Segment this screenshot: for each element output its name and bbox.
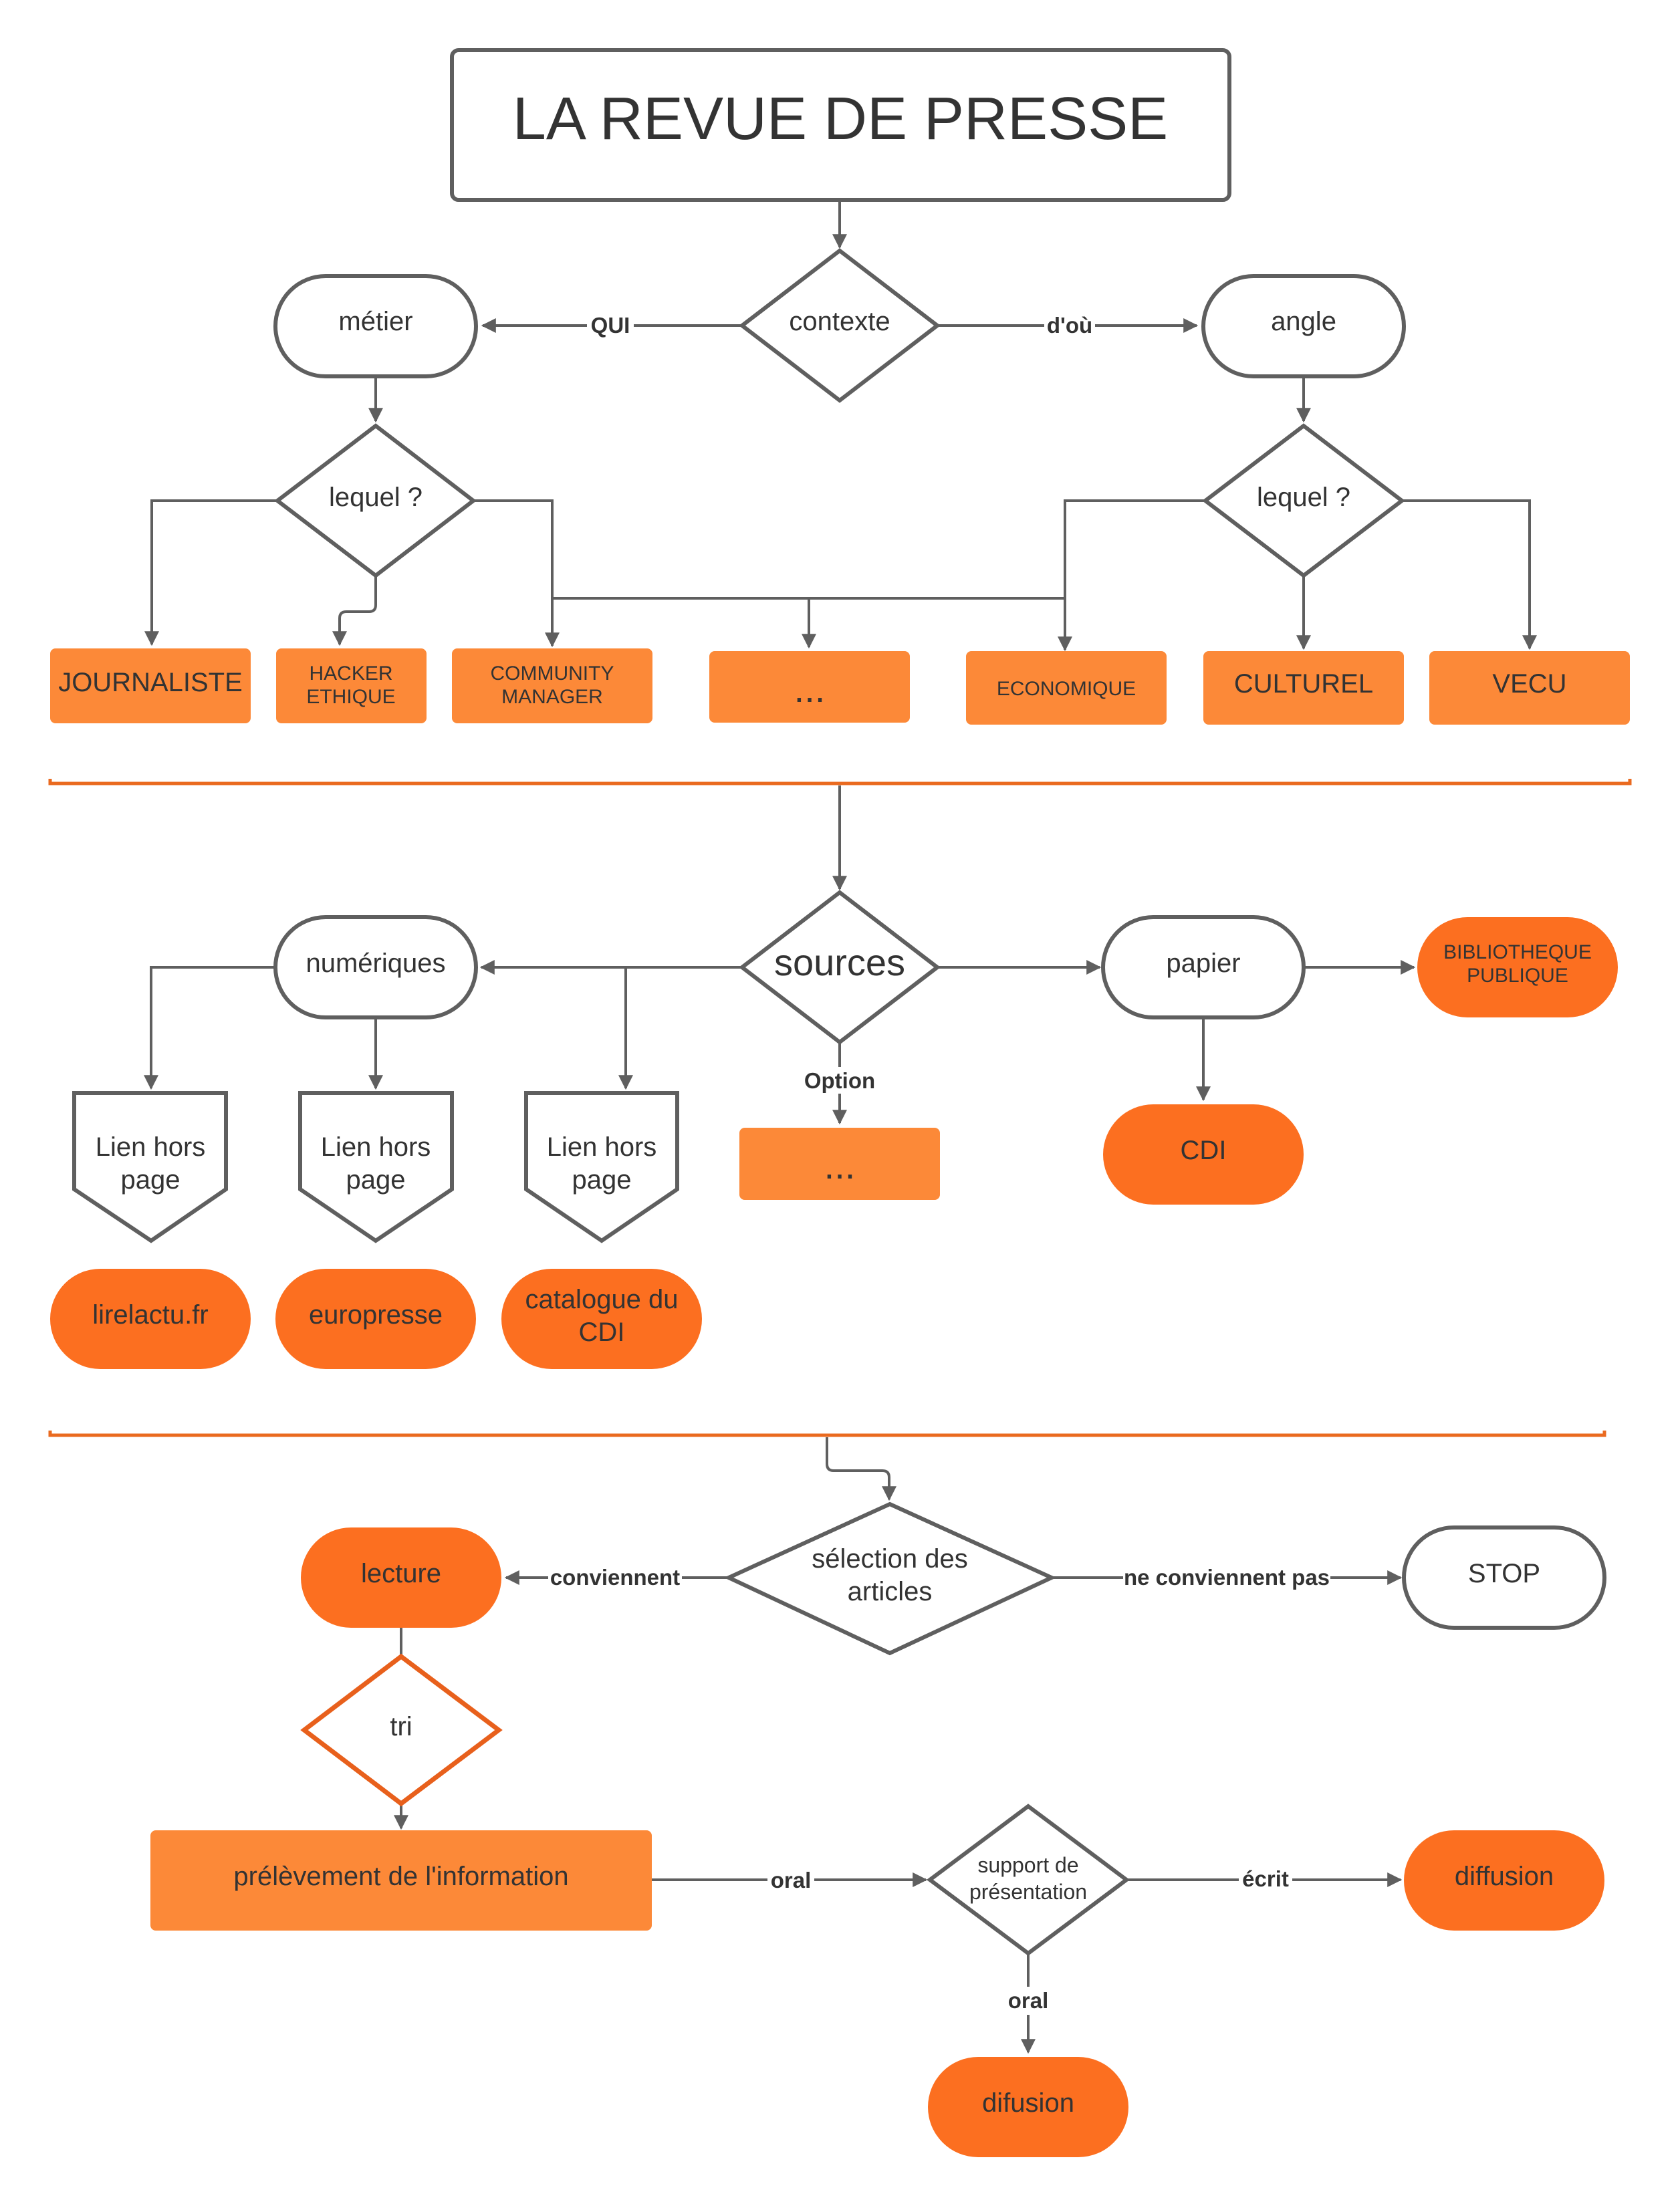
economique-label: ECONOMIQUE xyxy=(997,678,1136,700)
edge-label-option: Option xyxy=(804,1068,875,1093)
prelevement-label: prélèvement de l'information xyxy=(233,1862,568,1891)
contexte-label: contexte xyxy=(789,307,890,336)
difusion-label: difusion xyxy=(982,2088,1074,2118)
bibliotheque-label-line1: BIBLIOTHEQUE xyxy=(1443,941,1592,963)
hacker-label-line2: ETHIQUE xyxy=(306,686,395,708)
separator-1 xyxy=(48,779,1632,785)
connector-lequel-vecu xyxy=(1402,499,1537,650)
lien-1-line1: Lien hors xyxy=(96,1132,206,1162)
connector-sep-selection xyxy=(826,1437,896,1501)
edge-label-dou: d'où xyxy=(1047,313,1092,338)
europresse-node xyxy=(275,1269,476,1369)
difusion-node xyxy=(928,2057,1128,2157)
connector-lequel-journaliste xyxy=(144,499,277,646)
lequel-left-label: lequel ? xyxy=(329,483,423,512)
lirelactu-label: lirelactu.fr xyxy=(92,1300,208,1330)
diffusion-label: diffusion xyxy=(1455,1862,1554,1891)
edge-label-ecrit: écrit xyxy=(1242,1866,1289,1891)
selection-decision xyxy=(723,1501,1057,1656)
support-label-line1: support de xyxy=(977,1853,1078,1877)
stop-label: STOP xyxy=(1468,1559,1540,1588)
ellipsis-box-2 xyxy=(739,1128,940,1200)
selection-label-line2: articles xyxy=(848,1577,933,1606)
europresse-label: europresse xyxy=(309,1300,443,1330)
contexte-decision xyxy=(739,248,941,403)
numeriques-label: numériques xyxy=(306,949,445,978)
edge-label-qui: QUI xyxy=(591,313,630,338)
metier-node xyxy=(273,274,478,378)
community-box xyxy=(452,648,652,723)
journaliste-label: JOURNALISTE xyxy=(58,668,243,697)
ellipsis-label-1: ... xyxy=(794,668,826,710)
lirelactu-node xyxy=(50,1269,251,1369)
selection-label-line1: sélection des xyxy=(812,1544,967,1574)
support-label-line2: présentation xyxy=(969,1880,1087,1904)
cdi-node xyxy=(1103,1104,1304,1205)
sources-decision xyxy=(739,890,941,1045)
cdi-label: CDI xyxy=(1181,1136,1227,1165)
numeriques-node xyxy=(273,915,478,1019)
lien-3-line2: page xyxy=(572,1165,632,1195)
bibliotheque-label-line2: PUBLIQUE xyxy=(1467,965,1568,987)
section-selection: conviennent ne conviennent pas oral écri… xyxy=(150,1437,1606,2157)
connector-numeriques-lien1 xyxy=(144,966,275,1090)
papier-node xyxy=(1101,915,1306,1019)
lien-3-line1: Lien hors xyxy=(547,1132,657,1162)
edge-label-oral-2: oral xyxy=(1008,1988,1049,2013)
ellipsis-box-1 xyxy=(709,651,910,723)
papier-label: papier xyxy=(1166,949,1240,978)
edge-label-conviennent: conviennent xyxy=(550,1565,680,1590)
hacker-label-line1: HACKER xyxy=(309,662,392,685)
edge-label-oral: oral xyxy=(771,1868,812,1892)
sources-label: sources xyxy=(774,941,905,983)
metier-label: métier xyxy=(338,307,412,336)
lecture-label: lecture xyxy=(361,1559,441,1588)
community-label-line2: MANAGER xyxy=(501,686,603,708)
journaliste-box xyxy=(50,648,251,723)
connector-lequel-hacker xyxy=(332,576,377,646)
lecture-node xyxy=(301,1527,501,1628)
community-label-line1: COMMUNITY xyxy=(491,662,614,685)
culturel-label: CULTUREL xyxy=(1234,669,1373,699)
tri-decision xyxy=(300,1653,503,1807)
section-context: QUI d'où LA REVUE DE PRESSE contexte mét… xyxy=(50,48,1630,725)
angle-label: angle xyxy=(1271,307,1336,336)
support-decision xyxy=(926,1804,1130,1956)
lequel-right-decision xyxy=(1202,423,1405,578)
separator-2 xyxy=(48,1431,1606,1437)
section-sources: Option sources numériques papier BIBLIOT… xyxy=(50,785,1618,1369)
connector-lequel-community xyxy=(473,499,560,648)
catalogue-node xyxy=(501,1269,702,1369)
lien-1-line2: page xyxy=(121,1165,181,1195)
title-box xyxy=(450,48,1231,202)
catalogue-label-line1: catalogue du xyxy=(525,1285,678,1314)
lequel-right-label: lequel ? xyxy=(1257,483,1350,512)
lien-hors-page-2 xyxy=(298,1091,454,1243)
vecu-box xyxy=(1429,651,1630,725)
page-title: LA REVUE DE PRESSE xyxy=(513,86,1168,152)
culturel-box xyxy=(1203,651,1404,725)
vecu-label: VECU xyxy=(1492,669,1566,699)
edge-label-ne-conviennent: ne conviennent pas xyxy=(1124,1565,1330,1590)
economique-box xyxy=(966,651,1167,725)
hacker-box xyxy=(276,648,427,723)
lien-2-line2: page xyxy=(346,1165,406,1195)
catalogue-label-line2: CDI xyxy=(579,1318,625,1347)
tri-label: tri xyxy=(390,1712,412,1741)
connector-lequel-economique xyxy=(1058,499,1205,652)
angle-node xyxy=(1201,274,1406,378)
lequel-left-decision xyxy=(274,423,477,578)
ellipsis-label-2: ... xyxy=(824,1144,856,1187)
lien-hors-page-3 xyxy=(524,1091,679,1243)
lien-hors-page-1 xyxy=(72,1091,228,1243)
diffusion-node xyxy=(1404,1830,1604,1931)
lien-2-line1: Lien hors xyxy=(321,1132,431,1162)
prelevement-box xyxy=(150,1830,652,1931)
stop-node xyxy=(1402,1525,1606,1630)
bibliotheque-node xyxy=(1417,917,1618,1017)
